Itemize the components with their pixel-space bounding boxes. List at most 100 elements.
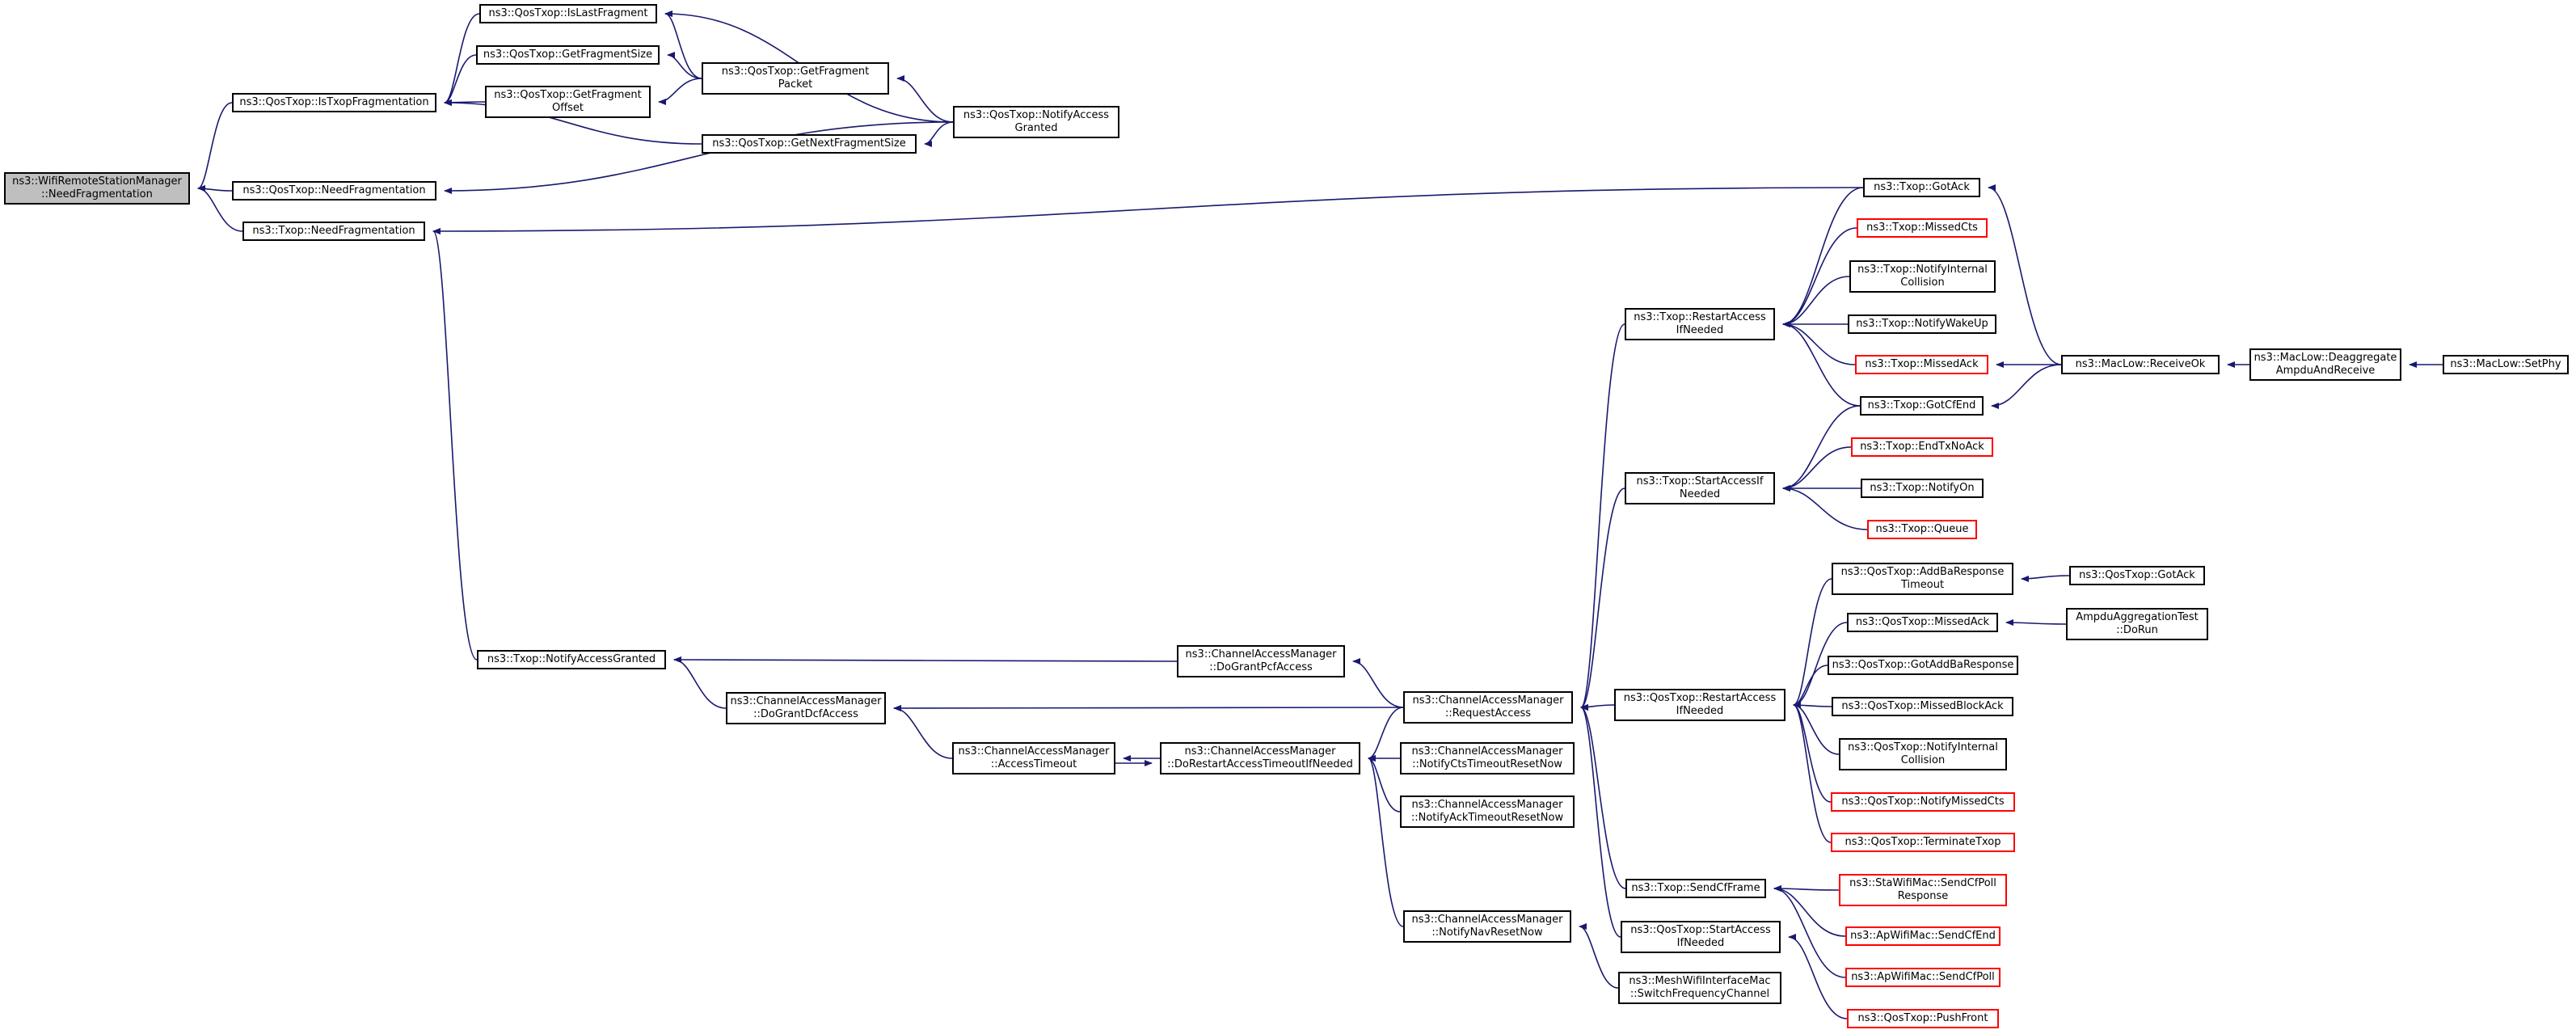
call-edge: [197, 185, 243, 232]
call-edge: [1788, 934, 1848, 1019]
node-label-line: ns3::MacLow::SetPhy: [2450, 358, 2561, 370]
node-qos-missed-ack[interactable]: ns3::QosTxop::MissedAck: [1847, 613, 1998, 632]
node-ap-send-cf-poll[interactable]: ns3::ApWifiMac::SendCfPoll: [1845, 968, 2001, 987]
node-label-line: ::AccessTimeout: [990, 758, 1077, 770]
node-txop-end-tx-no-ack[interactable]: ns3::Txop::EndTxNoAck: [1851, 437, 1993, 457]
node-mac-low-set-phy[interactable]: ns3::MacLow::SetPhy: [2443, 355, 2569, 374]
node-get-next-frag-size[interactable]: ns3::QosTxop::GetNextFragmentSize: [702, 134, 917, 154]
node-label-line: ::NotifyNavResetNow: [1431, 926, 1543, 939]
node-label-line: AmpduAggregationTest: [2076, 611, 2199, 623]
node-qos-need-frag[interactable]: ns3::QosTxop::NeedFragmentation: [232, 181, 436, 200]
node-is-last-frag[interactable]: ns3::QosTxop::IsLastFragment: [479, 4, 657, 23]
node-label-line: ns3::QosTxop::GotAddBaResponse: [1832, 659, 2014, 671]
node-ap-send-cf-end[interactable]: ns3::ApWifiMac::SendCfEnd: [1845, 926, 2001, 946]
node-qos-missed-block-ack[interactable]: ns3::QosTxop::MissedBlockAck: [1832, 697, 2013, 716]
node-label-line: ns3::ChannelAccessManager: [730, 695, 882, 707]
node-do-grant-dcf[interactable]: ns3::ChannelAccessManager::DoGrantDcfAcc…: [726, 692, 886, 724]
node-access-timeout[interactable]: ns3::ChannelAccessManager::AccessTimeout: [952, 742, 1115, 774]
call-edge: [432, 228, 478, 660]
call-edge: [1368, 707, 1404, 762]
node-txop-missed-cts[interactable]: ns3::Txop::MissedCts: [1857, 218, 1988, 238]
node-do-restart-timeout[interactable]: ns3::ChannelAccessManager::DoRestartAcce…: [1160, 742, 1360, 774]
node-txop-notify-wake-up[interactable]: ns3::Txop::NotifyWakeUp: [1848, 314, 1996, 334]
node-label-line: ns3::QosTxop::TerminateTxop: [1845, 836, 2001, 848]
node-txop-notify-on[interactable]: ns3::Txop::NotifyOn: [1861, 479, 1984, 498]
node-label-line: ns3::Txop::NeedFragmentation: [252, 225, 415, 237]
node-notify-cts-timeout[interactable]: ns3::ChannelAccessManager::NotifyCtsTime…: [1400, 742, 1575, 774]
call-edge: [1580, 323, 1625, 711]
node-label-line: ns3::Txop::NotifyInternal: [1857, 264, 1988, 276]
node-label-line: ns3::MacLow::Deaggregate: [2253, 352, 2397, 364]
node-label-line: ns3::ChannelAccessManager: [1185, 648, 1337, 660]
node-qos-push-front[interactable]: ns3::QosTxop::PushFront: [1847, 1009, 1999, 1028]
node-txop-missed-ack[interactable]: ns3::Txop::MissedAck: [1855, 355, 1988, 374]
node-label-line: ns3::QosTxop::GetFragment: [494, 89, 642, 101]
node-label-line: ::NotifyAckTimeoutResetNow: [1410, 812, 1564, 824]
node-notify-ack-timeout[interactable]: ns3::ChannelAccessManager::NotifyAckTime…: [1400, 796, 1575, 828]
call-edge: [924, 121, 954, 147]
node-label-line: ns3::ApWifiMac::SendCfEnd: [1850, 930, 1996, 942]
node-label-line: ns3::MeshWifiInterfaceMac: [1629, 975, 1771, 987]
node-label-line: ns3::QosTxop::GotAck: [2079, 569, 2195, 581]
node-do-grant-pcf[interactable]: ns3::ChannelAccessManager::DoGrantPcfAcc…: [1177, 645, 1345, 677]
node-label-line: ::DoRestartAccessTimeoutIfNeeded: [1167, 758, 1353, 770]
call-edge: [658, 78, 702, 105]
node-txop-got-ack[interactable]: ns3::Txop::GotAck: [1863, 178, 1980, 197]
node-qos-got-add-ba[interactable]: ns3::QosTxop::GotAddBaResponse: [1828, 656, 2018, 675]
call-edge: [1782, 321, 1856, 365]
node-qos-got-ack[interactable]: ns3::QosTxop::GotAck: [2069, 566, 2205, 585]
node-mesh-switch[interactable]: ns3::MeshWifiInterfaceMac::SwitchFrequen…: [1618, 972, 1781, 1004]
node-label-line: ns3::ChannelAccessManager: [1184, 745, 1336, 758]
node-mac-low-receive-ok[interactable]: ns3::MacLow::ReceiveOk: [2061, 355, 2220, 374]
node-qos-notify-missed-cts[interactable]: ns3::QosTxop::NotifyMissedCts: [1831, 792, 2015, 812]
call-edge: [444, 121, 954, 194]
node-txop-notify-access-granted[interactable]: ns3::Txop::NotifyAccessGranted: [477, 650, 666, 669]
call-edge: [1580, 704, 1626, 889]
node-label-line: ns3::QosTxop::MissedAck: [1855, 616, 1990, 628]
node-label-line: ::NotifyCtsTimeoutResetNow: [1412, 758, 1562, 770]
call-edge: [1991, 364, 2062, 409]
call-edge: [1579, 923, 1619, 989]
node-is-txop-frag[interactable]: ns3::QosTxop::IsTxopFragmentation: [232, 93, 436, 112]
node-label-line: Collision: [1900, 754, 1946, 766]
node-label-line: IfNeeded: [1676, 937, 1725, 949]
node-qos-terminate[interactable]: ns3::QosTxop::TerminateTxop: [1831, 833, 2015, 852]
node-label-line: ::SwitchFrequencyChannel: [1629, 988, 1770, 1000]
node-label-line: ns3::ChannelAccessManager: [1411, 745, 1563, 758]
node-request-access[interactable]: ns3::ChannelAccessManager::RequestAccess: [1403, 691, 1573, 724]
call-edge: [2021, 575, 2070, 582]
call-edge: [667, 52, 702, 79]
node-label-line: ns3::QosTxop::GetNextFragmentSize: [712, 137, 906, 150]
node-label-line: ns3::QosTxop::RestartAccess: [1623, 692, 1777, 704]
node-txop-need-frag[interactable]: ns3::Txop::NeedFragmentation: [242, 222, 425, 241]
call-edge: [444, 13, 480, 106]
node-txop-queue[interactable]: ns3::Txop::Queue: [1867, 520, 1977, 539]
node-label-line: AmpduAndReceive: [2275, 365, 2376, 377]
node-get-frag-size[interactable]: ns3::QosTxop::GetFragmentSize: [476, 45, 660, 65]
node-label-line: ns3::QosTxop::PushFront: [1857, 1012, 1988, 1024]
node-send-cf-frame[interactable]: ns3::Txop::SendCfFrame: [1625, 879, 1766, 898]
node-label-line: ns3::Txop::EndTxNoAck: [1860, 441, 1984, 453]
call-edge: [432, 187, 1864, 234]
call-edge: [1782, 446, 1852, 492]
node-notify-nav-reset[interactable]: ns3::ChannelAccessManager::NotifyNavRese…: [1403, 910, 1571, 943]
call-edge: [893, 705, 953, 759]
node-ampdu-test[interactable]: AmpduAggregationTest::DoRun: [2066, 608, 2208, 640]
node-label-line: ns3::QosTxop::StartAccess: [1630, 924, 1771, 936]
node-txop-got-cf-end[interactable]: ns3::Txop::GotCfEnd: [1860, 396, 1984, 416]
node-label-line: ns3::StaWifiMac::SendCfPoll: [1849, 877, 1996, 889]
